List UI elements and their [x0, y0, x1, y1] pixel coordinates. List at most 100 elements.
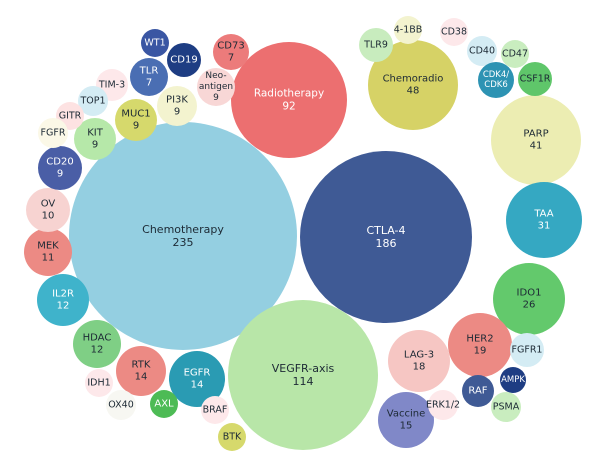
bubble-label-radiotherapy: Radiotherapy	[254, 88, 324, 100]
bubble-circle-tlr	[130, 58, 168, 96]
bubble-label-ido1: IDO1	[517, 288, 542, 299]
bubble-label-top1: TOP1	[79, 96, 105, 107]
bubble-label-psma: PSMA	[493, 402, 520, 413]
bubble-circle-rtk	[116, 346, 166, 396]
bubble-top1: TOP1	[78, 86, 108, 116]
bubble-label-rtk: RTK	[132, 360, 151, 371]
bubble-value-il2r: 12	[57, 301, 70, 312]
bubble-label-vegfr-axis: VEGFR-axis	[272, 362, 335, 375]
bubble-label-axl: AXL	[154, 399, 174, 410]
bubble-circle-wt1	[141, 29, 169, 57]
bubble-circle-il2r	[37, 274, 89, 326]
bubble-circle-erk1-2	[428, 390, 458, 420]
bubble-ox40: OX40	[106, 390, 136, 420]
bubble-value-ctla-4: 186	[376, 237, 397, 250]
bubble-circle-cd20	[38, 146, 82, 190]
bubble-label-ov: OV	[41, 199, 56, 210]
bubble-label-erk1-2: ERK1/2	[426, 400, 460, 411]
bubble-circle-vegfr-axis	[228, 300, 378, 450]
bubble-value-lag-3: 18	[413, 362, 426, 373]
bubble-circle-cd19	[167, 43, 201, 77]
bubble-circle-egfr	[169, 351, 225, 407]
bubble-label-hdac: HDAC	[83, 333, 112, 344]
bubble-circle-axl	[150, 390, 178, 418]
bubble-circle-her2	[448, 313, 512, 377]
bubble-label-cdk4-cdk6-1: CDK6	[484, 80, 507, 90]
bubble-label-cd19: CD19	[170, 55, 197, 66]
bubble-label-cd20: CD20	[46, 157, 73, 168]
bubble-csf1r: CSF1R	[518, 62, 552, 96]
bubble-label-ox40: OX40	[108, 400, 133, 411]
bubble-circle-cd40	[467, 36, 497, 66]
bubble-circle-cd38	[440, 18, 468, 46]
bubble-value-mek: 11	[42, 253, 55, 264]
bubble-value-rtk: 14	[135, 372, 148, 383]
bubble-label-tlr9: TLR9	[363, 40, 388, 51]
bubble-circle-cd73	[213, 34, 249, 70]
bubble-circle-ov	[26, 188, 70, 232]
bubble-wt1: WT1	[141, 29, 169, 57]
bubble-value-her2: 19	[474, 346, 487, 357]
bubble-circle-fgfr1	[510, 333, 544, 367]
bubble-label-btk: BTK	[223, 432, 242, 443]
bubble-cd19: CD19	[167, 43, 201, 77]
bubble-circle-cdk4-cdk6	[478, 62, 514, 98]
bubble-circle-kit	[74, 118, 116, 160]
bubble-label-cdk4-cdk6-0: CDK4/	[483, 70, 509, 80]
bubble-value-chemotherapy: 235	[173, 236, 194, 249]
bubble-label-cd38: CD38	[441, 27, 467, 38]
bubble-label-cd47: CD47	[502, 49, 528, 60]
bubble-circle-cd47	[501, 40, 529, 68]
bubble-circle-lag-3	[388, 330, 450, 392]
bubble-value-pi3k: 9	[174, 107, 180, 118]
bubble-circle-ctla-4	[300, 151, 472, 323]
bubble-label-muc1: MUC1	[121, 109, 150, 120]
bubble-4-1bb: 4-1BB	[394, 16, 422, 44]
bubble-circle-neo-antigen	[197, 68, 235, 106]
bubble-erk1-2: ERK1/2	[426, 390, 460, 420]
bubble-label-braf: BRAF	[203, 405, 228, 416]
bubble-braf: BRAF	[201, 396, 229, 424]
bubble-psma: PSMA	[491, 392, 521, 422]
bubble-label-gitr: GITR	[59, 111, 82, 122]
bubble-tlr9: TLR9	[359, 28, 393, 62]
bubble-circle-btk	[218, 423, 246, 451]
bubble-circle-parp	[491, 95, 581, 185]
bubble-fgfr: FGFR	[38, 118, 68, 148]
bubble-label-lag-3: LAG-3	[404, 350, 434, 361]
bubble-circle-tlr9	[359, 28, 393, 62]
bubble-value-neo-antigen: 9	[213, 93, 219, 103]
bubble-value-ido1: 26	[523, 300, 536, 311]
bubble-label-cd40: CD40	[469, 46, 495, 57]
bubble-cdk4-cdk6: CDK4/CDK6	[478, 62, 514, 98]
bubble-circle-4-1bb	[394, 16, 422, 44]
bubble-value-cd20: 9	[57, 169, 63, 180]
bubble-circle-chemoradio	[368, 40, 458, 130]
bubble-value-egfr: 14	[191, 380, 204, 391]
bubble-value-radiotherapy: 92	[282, 100, 295, 112]
bubble-label-kit: KIT	[87, 128, 104, 139]
bubble-value-tlr: 7	[146, 78, 152, 89]
bubble-lag-3: LAG-318	[388, 330, 450, 392]
bubble-idh1: IDH1	[85, 369, 113, 397]
bubble-label-chemoradio: Chemoradio	[383, 74, 444, 85]
bubble-value-cd73: 7	[228, 53, 234, 64]
bubble-circle-chemotherapy	[69, 122, 297, 350]
bubble-value-vegfr-axis: 114	[293, 375, 314, 388]
bubble-cd38: CD38	[440, 18, 468, 46]
